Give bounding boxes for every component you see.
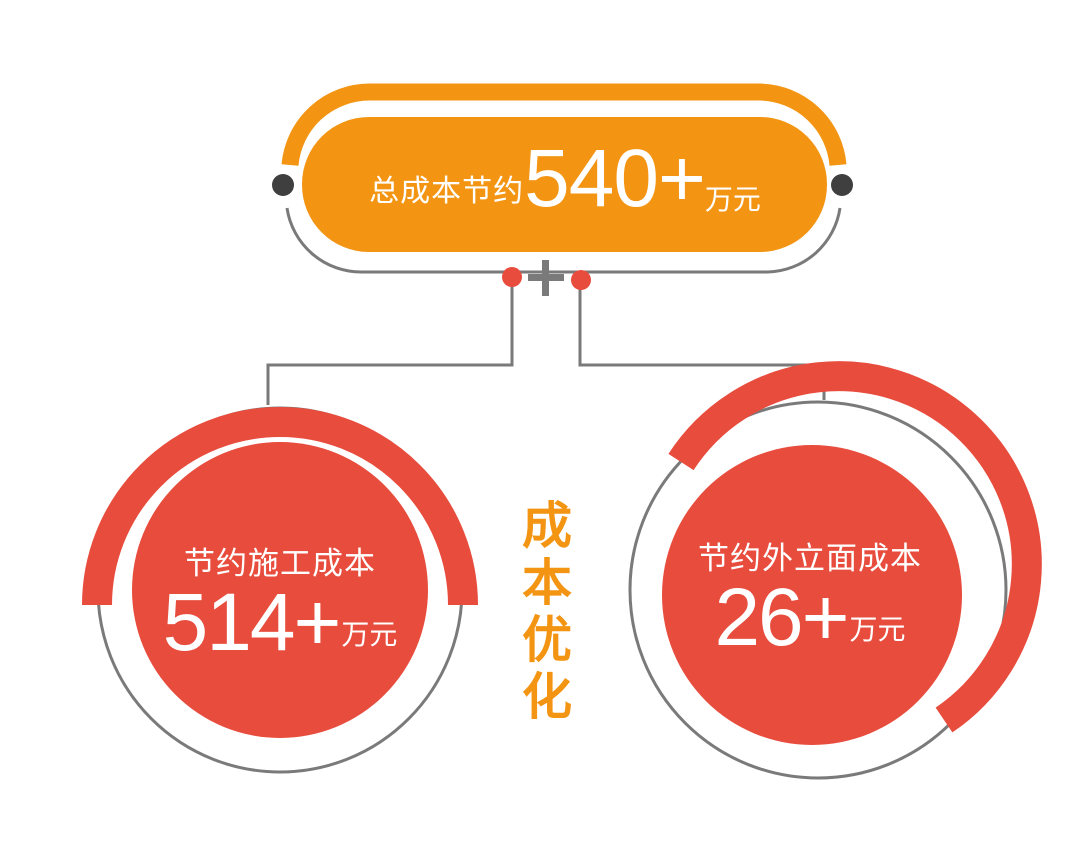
right-inner-fill bbox=[662, 445, 962, 745]
center-caption: 成 本 优 化 bbox=[517, 498, 577, 726]
plus-icon bbox=[528, 260, 564, 296]
left-connector-dot bbox=[502, 267, 522, 287]
left-item-text: 节约施工成本 514+ 万元 bbox=[130, 538, 430, 665]
caption-char: 成 bbox=[522, 497, 572, 555]
total-unit: 万元 bbox=[704, 183, 761, 216]
right-item-unit: 万元 bbox=[849, 613, 906, 646]
total-label: 总成本节约 bbox=[369, 174, 525, 209]
total-savings-text: 总成本节约 540+ 万元 bbox=[300, 130, 830, 240]
right-connector-dot bbox=[571, 270, 591, 290]
total-outer-orange-arc bbox=[281, 83, 847, 167]
left-item-value: 514+ bbox=[162, 577, 342, 668]
total-value: 540+ bbox=[524, 133, 706, 224]
right-item-label: 节约外立面成本 bbox=[698, 541, 922, 577]
left-item-label: 节约施工成本 bbox=[184, 546, 376, 582]
caption-char: 优 bbox=[522, 611, 572, 669]
right-red-arc bbox=[668, 361, 1042, 733]
left-item-unit: 万元 bbox=[341, 618, 398, 651]
right-item-text: 节约外立面成本 26+ 万元 bbox=[660, 533, 960, 660]
right-item-value: 26+ bbox=[714, 572, 849, 663]
right-grey-ring bbox=[628, 400, 1008, 780]
left-connector-line bbox=[266, 278, 514, 405]
caption-char: 本 bbox=[522, 554, 572, 612]
left-inner-fill bbox=[132, 442, 428, 738]
total-outer-grey-arc bbox=[285, 207, 842, 274]
left-end-dot bbox=[272, 174, 294, 196]
caption-char: 化 bbox=[522, 668, 572, 726]
total-pill-fill bbox=[302, 117, 827, 252]
left-red-arc bbox=[82, 407, 478, 606]
right-end-dot bbox=[831, 174, 853, 196]
